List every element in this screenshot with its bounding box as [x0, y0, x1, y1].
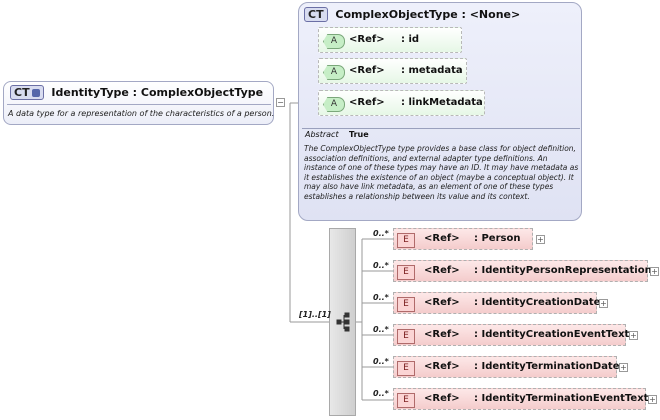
sequence-icon — [336, 312, 350, 332]
expand-toggle[interactable]: + — [650, 267, 659, 276]
element-identity-person-representation[interactable]: E <Ref> : IdentityPersonRepresentation — [393, 260, 652, 282]
element-cardinality: 0..* — [373, 229, 389, 238]
element-person[interactable]: E <Ref> : Person — [393, 228, 533, 250]
expand-toggle[interactable]: + — [629, 331, 638, 340]
element-icon: E — [397, 297, 415, 312]
attribute-icon: A — [323, 97, 345, 112]
identity-type-description: A data type for a representation of the … — [8, 109, 275, 118]
abstract-label: Abstract — [305, 130, 339, 139]
element-identity-creation-date[interactable]: E <Ref> : IdentityCreationDate — [393, 292, 600, 314]
element-cardinality: 0..* — [373, 293, 389, 302]
base-type-title: CT ComplexObjectType : <None> — [304, 7, 520, 22]
base-type-description: The ComplexObjectType type provides a ba… — [304, 144, 579, 201]
sequence-icon — [31, 89, 40, 97]
element-identity-creation-event-text[interactable]: E <Ref> : IdentityCreationEventText — [393, 324, 629, 346]
element-icon: E — [397, 233, 415, 248]
attribute-metadata[interactable]: A <Ref> : metadata — [318, 58, 467, 84]
element-cardinality: 0..* — [373, 261, 389, 270]
element-cardinality: 0..* — [373, 357, 389, 366]
element-identity-termination-date[interactable]: E <Ref> : IdentityTerminationDate — [393, 356, 620, 378]
attribute-icon: A — [323, 65, 345, 80]
element-cardinality: 0..* — [373, 389, 389, 398]
sequence-cardinality: [1]..[1] — [299, 310, 331, 319]
attribute-icon: A — [323, 34, 345, 49]
element-icon: E — [397, 393, 415, 408]
expand-toggle[interactable]: + — [648, 395, 657, 404]
expand-toggle[interactable]: + — [536, 235, 545, 244]
complex-type-badge: CT — [304, 7, 328, 22]
expand-toggle[interactable]: + — [619, 363, 628, 372]
expand-toggle[interactable]: + — [599, 299, 608, 308]
element-icon: E — [397, 361, 415, 376]
complex-type-badge: CT — [10, 85, 44, 100]
element-icon: E — [397, 329, 415, 344]
element-identity-termination-event-text[interactable]: E <Ref> : IdentityTerminationEventText — [393, 388, 648, 410]
sequence-compositor[interactable] — [329, 228, 356, 416]
attribute-link-metadata[interactable]: A <Ref> : linkMetadata — [318, 90, 485, 116]
collapse-toggle[interactable]: − — [276, 98, 285, 107]
identity-type-box[interactable]: CT IdentityType : ComplexObjectType A da… — [3, 81, 274, 125]
element-cardinality: 0..* — [373, 325, 389, 334]
identity-type-title: CT IdentityType : ComplexObjectType — [10, 85, 263, 100]
abstract-value: True — [349, 130, 369, 139]
element-icon: E — [397, 265, 415, 280]
attribute-id[interactable]: A <Ref> : id — [318, 27, 462, 53]
